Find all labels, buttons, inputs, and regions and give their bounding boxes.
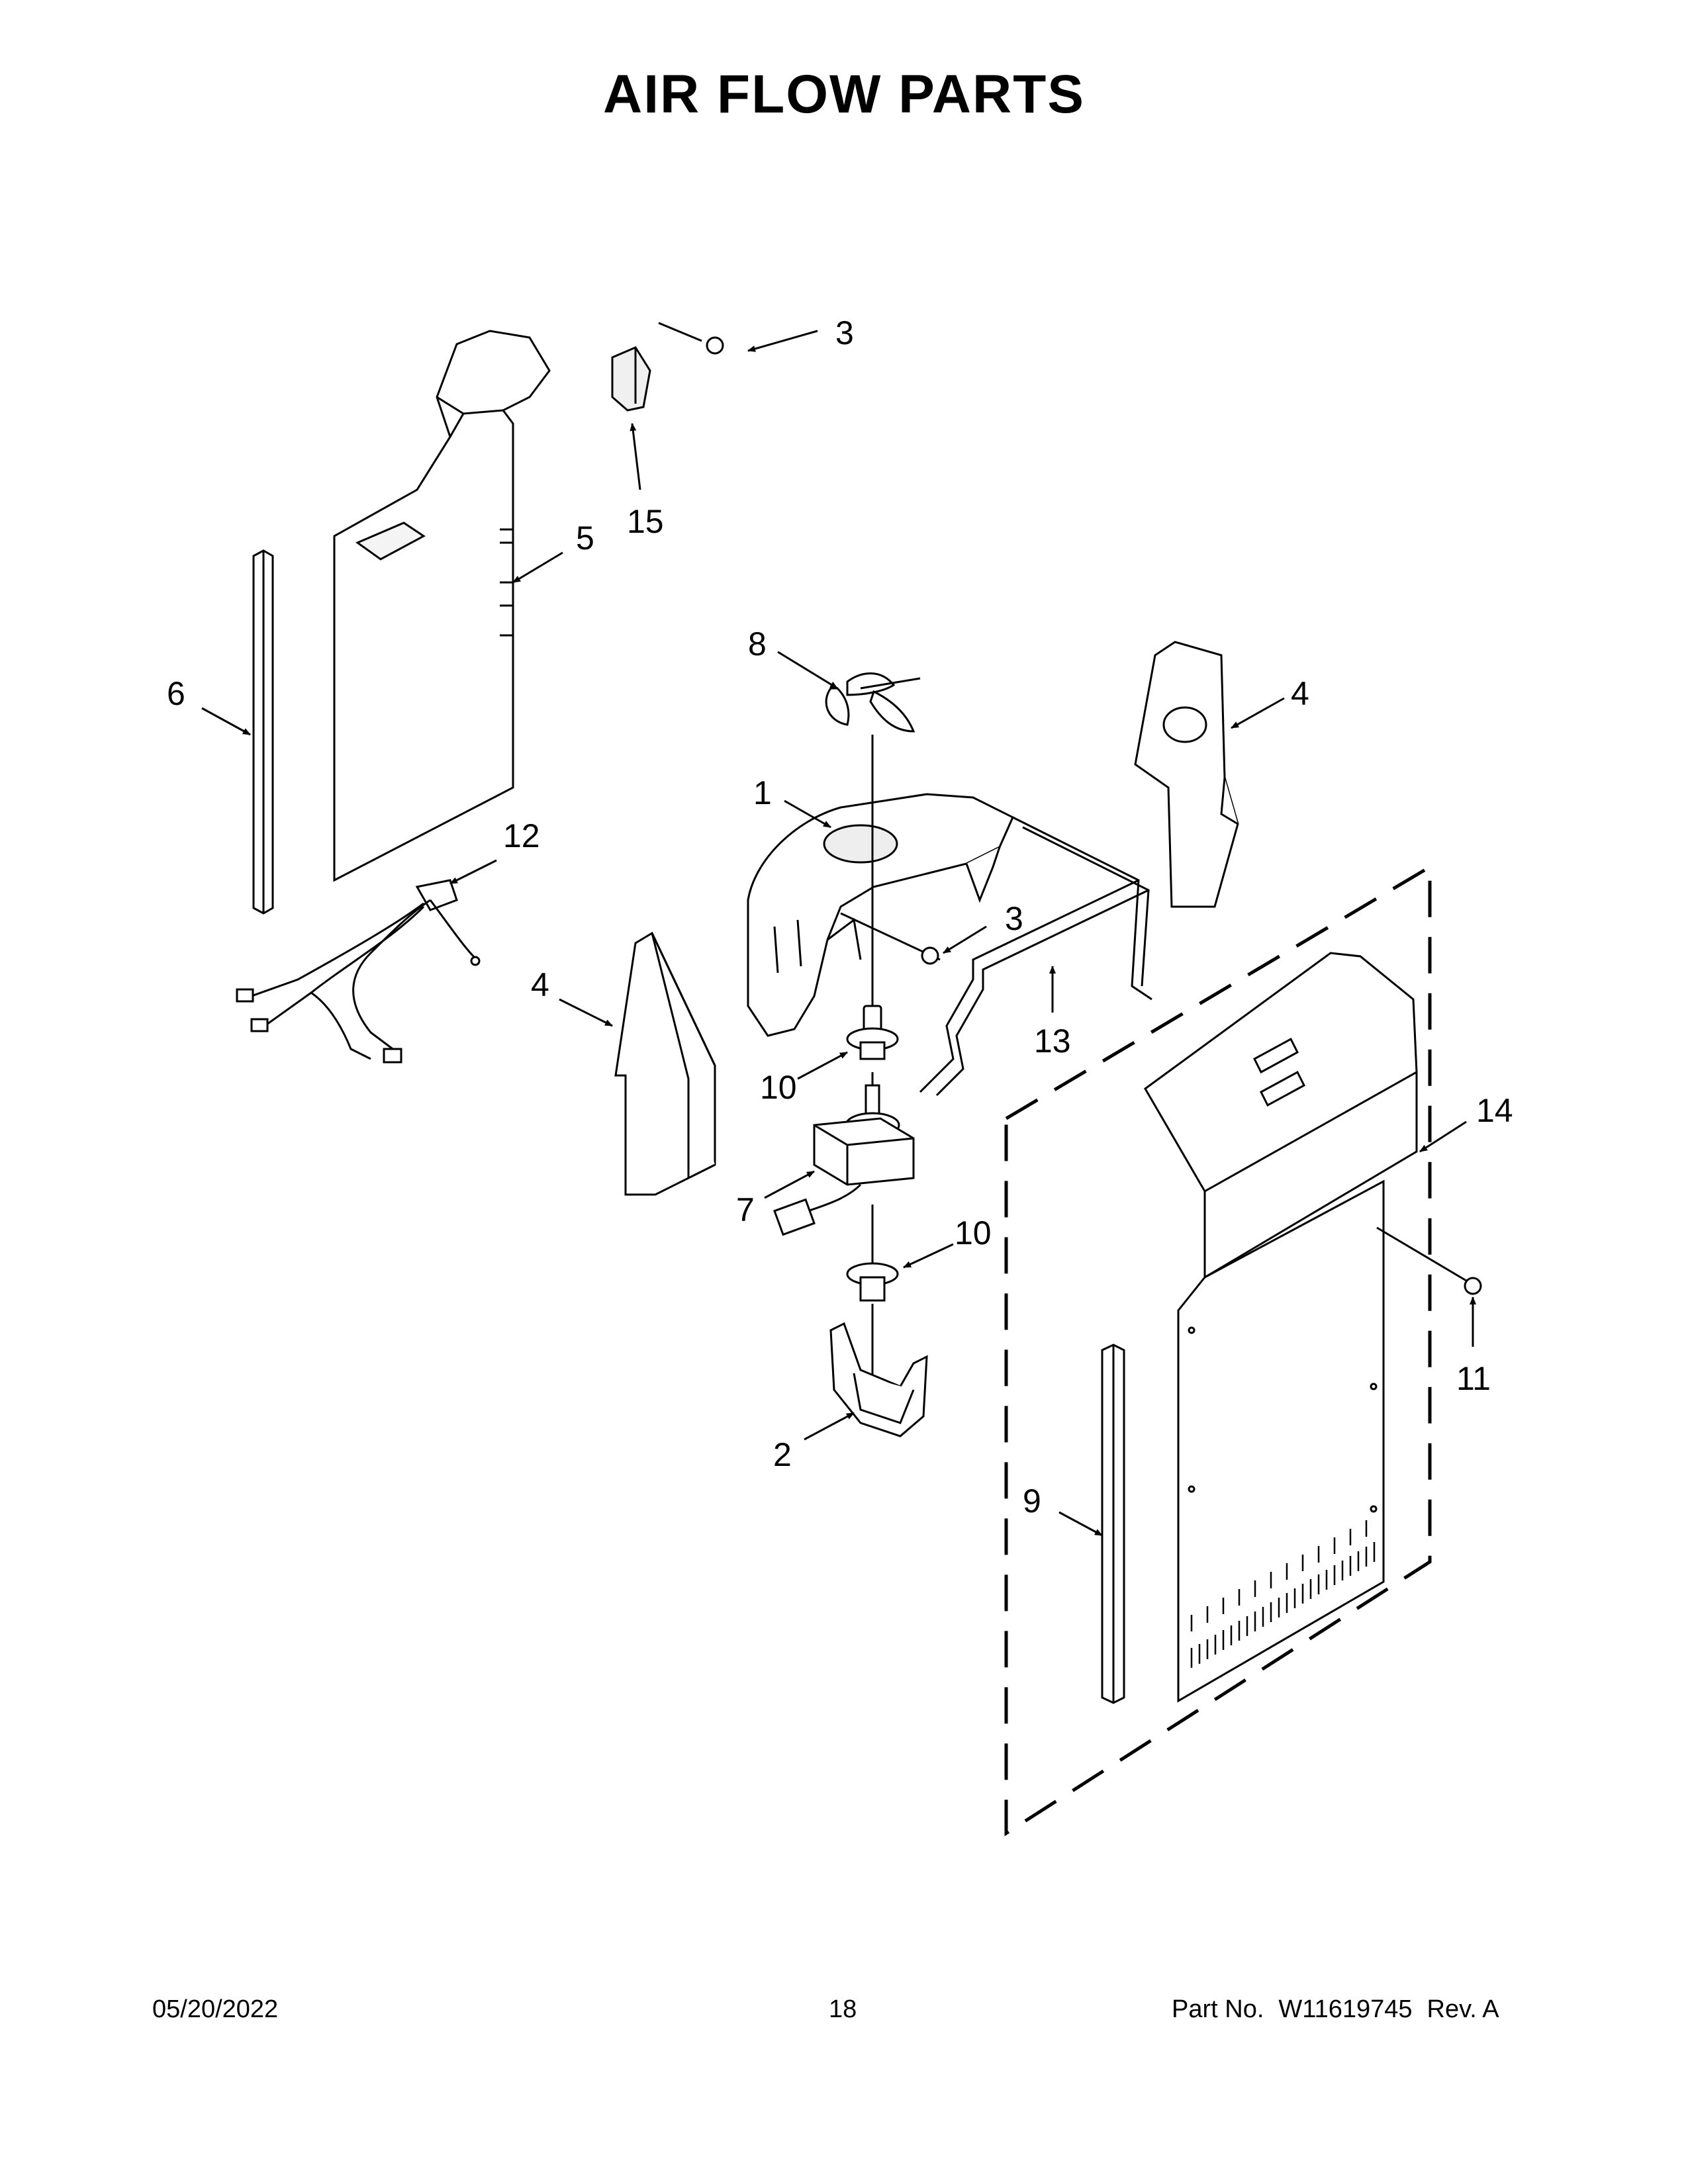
callout-12: 12: [503, 817, 540, 854]
footer-part-label: Part No.: [1172, 1995, 1264, 2023]
screw-part-11: [1376, 1226, 1482, 1295]
page-title: AIR FLOW PARTS: [603, 64, 1085, 124]
assembly-outline-dashed: [1004, 864, 1432, 1837]
callout-15: 15: [627, 503, 664, 540]
callout-13: 13: [1034, 1023, 1071, 1060]
grommet-part-10-upper: [846, 1005, 899, 1060]
callout-14: 14: [1476, 1092, 1513, 1129]
gasket-strip-part-9: [1101, 1343, 1125, 1704]
insulation-wedge-part-4-right: [1134, 641, 1239, 908]
callout-8: 8: [748, 625, 767, 662]
callout-2: 2: [773, 1436, 792, 1473]
callout-arrows: [201, 330, 1476, 1537]
screw-part-3-middle: [840, 912, 941, 965]
footer-page-number: 18: [829, 1995, 857, 2023]
fan-blade-part-8: [825, 672, 921, 733]
callout-7: 7: [736, 1191, 755, 1228]
vent-slots: [1190, 1520, 1376, 1668]
footer-revision: Rev. A: [1427, 1995, 1499, 2023]
callout-11: 11: [1456, 1360, 1491, 1397]
callout-10-upper: 10: [760, 1069, 797, 1106]
fan-housing-part-1: [747, 793, 1014, 1037]
callout-3-top: 3: [835, 314, 854, 351]
callout-5: 5: [576, 520, 594, 557]
motor-bracket-part-2: [829, 1322, 928, 1437]
wire-harness-part-12: [236, 879, 481, 1064]
callout-4-right: 4: [1291, 675, 1309, 712]
wire-frame-part-13: [919, 816, 1152, 1097]
callout-1: 1: [753, 774, 772, 811]
callout-3-middle: 3: [1005, 900, 1023, 937]
grommet-part-10-lower: [846, 1262, 899, 1302]
callout-9: 9: [1023, 1482, 1041, 1520]
bracket-part-15: [611, 346, 651, 412]
gasket-strip-part-6: [252, 549, 274, 915]
rear-cover-part-14: [1144, 952, 1418, 1703]
screw-part-3-top: [658, 322, 724, 355]
footer-date: 05/20/2022: [152, 1995, 279, 2023]
insulation-wedge-part-4-left: [614, 931, 716, 1196]
callout-6: 6: [167, 675, 185, 712]
footer-part-number: W11619745: [1278, 1995, 1413, 2023]
fan-motor-part-7: [773, 1084, 915, 1236]
air-duct-panel-part-5: [333, 330, 551, 882]
footer-part-info: Part No. W11619745 Rev. A: [1172, 1995, 1514, 2024]
callout-4-left: 4: [531, 966, 549, 1003]
callout-10-lower: 10: [955, 1214, 992, 1251]
